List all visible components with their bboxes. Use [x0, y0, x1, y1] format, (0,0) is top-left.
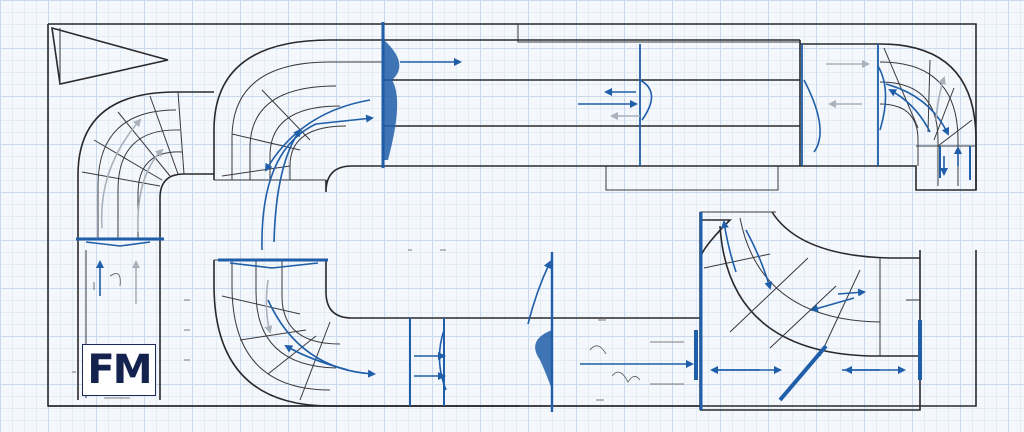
flow-arrow-icon	[527, 260, 552, 325]
flow-arrow-icon	[837, 288, 866, 297]
flow-arrow-icon	[261, 114, 374, 251]
upper-straight-duct	[384, 39, 801, 191]
fm-logo-text: FM	[87, 347, 152, 393]
flow-arrow-group	[96, 58, 962, 380]
flow-arrow-icon	[264, 99, 371, 172]
corner-panel	[51, 26, 169, 85]
lower-straight-duct	[410, 317, 700, 407]
flow-arrow-icon	[284, 344, 349, 371]
damper-icon	[877, 44, 887, 166]
flow-arrow-icon	[888, 89, 931, 133]
fm-logo: FM	[82, 344, 156, 396]
flow-arrow-icon	[137, 148, 164, 233]
damper-icon	[801, 44, 821, 166]
right-top-elbow	[800, 43, 977, 191]
flow-arrow-icon	[100, 118, 142, 229]
damper-icon	[409, 318, 447, 406]
damper-group	[76, 22, 971, 412]
damper-icon	[76, 237, 164, 247]
right-bottom-elbow	[699, 211, 921, 411]
flow-arrow-icon	[745, 229, 773, 290]
damper-icon	[639, 44, 653, 166]
flow-arrow-icon	[885, 83, 950, 136]
outer-frame	[47, 23, 977, 407]
annotation-marks	[72, 249, 684, 401]
flow-arrow-icon	[273, 128, 302, 243]
damper-icon	[218, 258, 328, 269]
flow-arrow-icon	[264, 279, 273, 334]
flow-arrow-icon	[720, 220, 737, 273]
flow-arrow-icon	[935, 76, 946, 121]
damper-icon	[694, 212, 922, 410]
flow-arrow-icon	[267, 299, 376, 378]
damper-icon	[535, 252, 554, 412]
main-u-duct	[213, 39, 410, 407]
damper-icon	[381, 22, 400, 168]
flow-arrow-icon	[810, 297, 855, 313]
left-elbow-duct	[77, 91, 214, 400]
